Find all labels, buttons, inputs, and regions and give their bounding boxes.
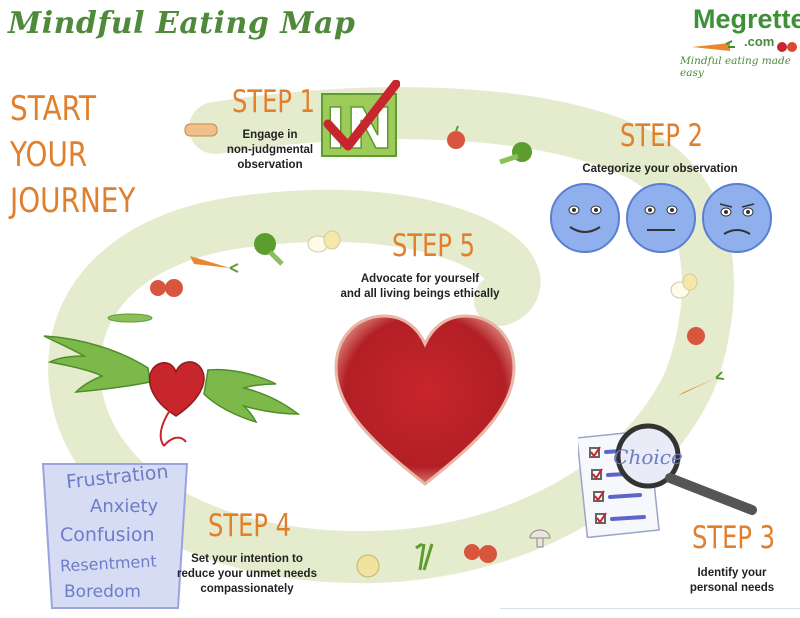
sad-face-icon [702,183,772,253]
magnifying-glass-icon: Choice [613,423,757,515]
step-2-title: STEP 2 [620,118,704,154]
checkmark-icon: IN [321,80,400,160]
jar-word: Confusion [60,524,155,546]
logo-name: Megrette [693,4,800,34]
logo-veggies-icon [692,40,797,52]
step-4-title: STEP 4 [208,508,292,544]
step-2-description: Categorize your observation [582,163,738,175]
step-1-title: STEP 1 [232,84,316,120]
step-5-description: Advocate for yourself and all living bei… [340,273,500,300]
jar-icon [41,463,189,609]
step-3-description: Identify your personal needs [689,567,775,594]
emotion-faces-group [550,183,772,253]
jar-words: Frustration Anxiety Confusion Resentment… [40,460,190,612]
page-title: Mindful Eating Map [8,6,356,41]
heart-icon [334,314,516,486]
jar-word: Anxiety [90,496,159,517]
winged-heart-icon [43,335,301,447]
jar-word: Boredom [64,582,141,602]
logo-tagline: Mindful eating made easy [680,55,791,79]
jar-word: Resentment [59,551,158,576]
jar-word: Frustration [65,460,170,494]
logo-domain: .com [744,34,775,49]
choice-word: Choice [613,445,683,469]
step-1-description: Engage in non-judgmental observation [226,129,314,171]
step-5-title: STEP 5 [392,228,476,264]
step-4-description: Set your intention to reduce your unmet … [177,553,317,595]
neutral-face-icon [626,183,696,253]
step-3-title: STEP 3 [692,520,776,556]
footer-rule [500,608,800,609]
happy-face-icon [550,183,620,253]
